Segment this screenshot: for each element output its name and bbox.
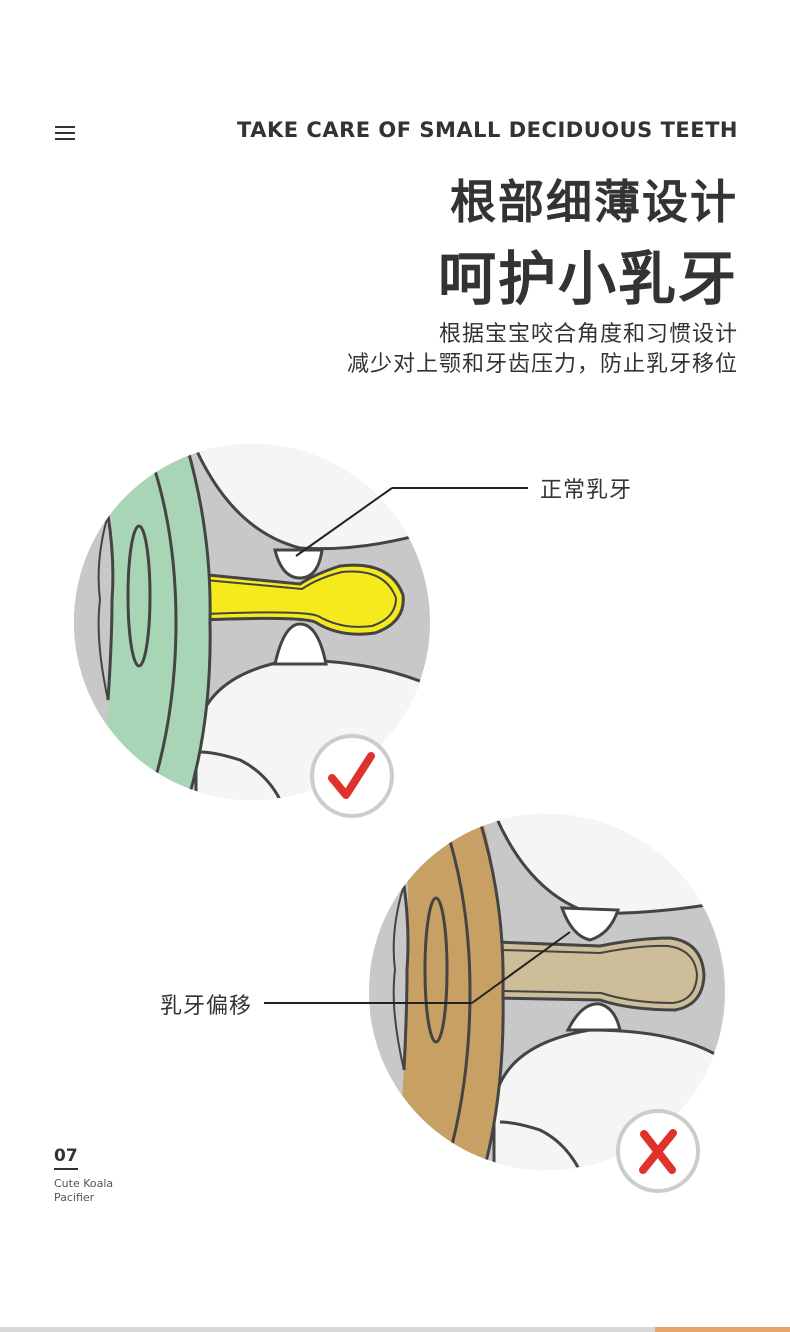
bottom-divider — [0, 1327, 790, 1332]
brand-line-1: Cute Koala — [54, 1177, 114, 1190]
section-eyebrow: TAKE CARE OF SMALL DECIDUOUS TEETH — [237, 118, 738, 142]
shifted-teeth-illustration — [264, 814, 725, 1170]
normal-teeth-illustration — [74, 444, 528, 800]
normal-teeth-label: 正常乳牙 — [540, 478, 633, 503]
brand-caption: Cute Koala Pacifier — [54, 1177, 113, 1205]
description-line-2: 减少对上颚和牙齿压力，防止乳牙移位 — [346, 352, 738, 377]
bottom-accent-bar — [655, 1327, 790, 1332]
hamburger-menu-icon[interactable] — [55, 126, 75, 142]
brand-line-2: Pacifier — [54, 1191, 95, 1204]
shifted-teeth-label: 乳牙偏移 — [160, 994, 253, 1019]
check-mark-icon — [310, 734, 394, 818]
page-title-line-2: 呵护小乳牙 — [437, 245, 738, 313]
description-line-1: 根据宝宝咬合角度和习惯设计 — [438, 322, 738, 347]
page-title-line-1: 根部细薄设计 — [450, 175, 738, 229]
cross-mark-icon — [616, 1109, 700, 1193]
page-number: 07 — [54, 1146, 78, 1170]
